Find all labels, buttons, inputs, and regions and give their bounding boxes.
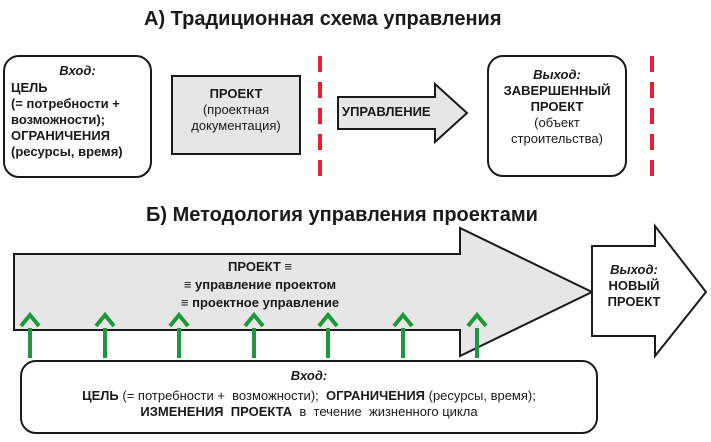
green-up-arrow-1 xyxy=(19,311,41,358)
green-up-arrow-6 xyxy=(392,311,414,358)
project-box-text: ПРОЕКТ (проектная документация) xyxy=(172,86,300,134)
b-input-line-1: ЦЕЛЬ (= потребности + возможности); ОГРА… xyxy=(82,388,536,403)
output-arrow xyxy=(591,223,708,359)
b-input-heading: Вход: xyxy=(290,368,328,383)
big-arrow-line-1: ПРОЕКТ ≡ xyxy=(227,259,293,274)
section-b-title: Б) Методология управления проектами xyxy=(146,204,538,226)
b-input-line-2: ИЗМЕНЕНИЯ ПРОЕКТА в течение жизненного ц… xyxy=(140,404,478,419)
b-output-heading: Выход: xyxy=(610,262,658,277)
a-input-line-2: (= потребности + xyxy=(11,96,120,111)
green-up-arrow-4 xyxy=(243,311,265,358)
a-input-heading: Вход: xyxy=(59,63,96,78)
project-line-1: ПРОЕКТ xyxy=(209,86,263,101)
management-arrow xyxy=(337,81,469,145)
management-arrow-label: УПРАВЛЕНИЕ xyxy=(342,104,431,119)
b-input-box: Вход: ЦЕЛЬ (= потребности + возможности)… xyxy=(20,360,598,434)
section-a-title: А) Традиционная схема управления xyxy=(144,8,502,30)
big-arrow-line-3: ≡ проектное управление xyxy=(180,295,340,310)
a-output-heading: Выход: xyxy=(533,67,581,82)
green-up-arrow-7 xyxy=(466,311,488,358)
b-output-line-1: НОВЫЙ xyxy=(608,278,660,293)
a-output-line-4: строительства) xyxy=(511,131,603,146)
a-output-box: Выход: ЗАВЕРШЕННЫЙ ПРОЕКТ (объект строит… xyxy=(487,55,627,177)
a-input-line-5: (ресурсы, время) xyxy=(11,144,123,159)
project-line-3: документация) xyxy=(191,118,281,133)
big-arrow-line-2: ≡ управление проектом xyxy=(183,277,337,292)
green-up-arrow-5 xyxy=(317,311,339,358)
a-output-line-1: ЗАВЕРШЕННЫЙ xyxy=(503,83,611,98)
a-output-line-2: ПРОЕКТ xyxy=(530,99,584,114)
a-input-line-3: возможности); xyxy=(11,112,106,127)
big-arrow-text: ПРОЕКТ ≡ ≡ управление проектом ≡ проектн… xyxy=(120,258,400,312)
a-input-line-4: ОГРАНИЧЕНИЯ xyxy=(11,128,111,143)
green-up-arrow-3 xyxy=(168,311,190,358)
big-project-arrow xyxy=(13,226,595,358)
a-output-line-3: (объект xyxy=(534,115,580,130)
b-output-text: Выход: НОВЫЙ ПРОЕКТ xyxy=(594,262,674,310)
project-line-2: (проектная xyxy=(202,102,270,117)
project-box xyxy=(171,75,301,155)
green-arrows xyxy=(19,311,488,358)
a-input-box: Вход: ЦЕЛЬ (= потребности + возможности)… xyxy=(3,55,152,178)
green-up-arrow-2 xyxy=(94,311,116,358)
a-input-line-1: ЦЕЛЬ xyxy=(11,80,48,95)
b-output-line-2: ПРОЕКТ xyxy=(607,294,661,309)
